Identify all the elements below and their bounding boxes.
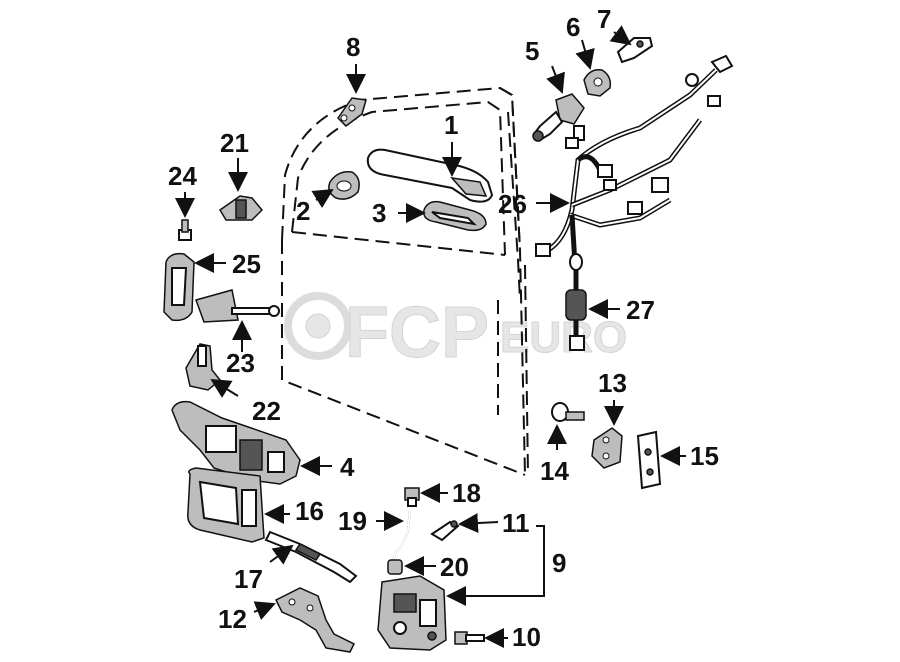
callout-19: 19: [338, 506, 367, 536]
part-14-bolt: [551, 402, 585, 422]
watermark-suffix: EURO: [500, 313, 627, 362]
callout-21: 21: [220, 128, 249, 158]
watermark-brand: FCP: [345, 293, 489, 373]
part-3-inside-handle: [423, 200, 487, 232]
callout-4: 4: [340, 452, 355, 482]
callout-5: 5: [525, 36, 539, 66]
callout-12: 12: [218, 604, 247, 634]
callout-23: 23: [226, 348, 255, 378]
callout-15: 15: [690, 441, 719, 471]
part-23-door-check: [195, 289, 280, 323]
callout-2: 2: [296, 196, 310, 226]
door-outline: [281, 86, 529, 476]
callout-25: 25: [232, 249, 261, 279]
part-20-clip: [387, 559, 403, 575]
callout-3: 3: [372, 198, 386, 228]
callout-24: 24: [168, 161, 197, 191]
part-25-cover: [163, 252, 195, 322]
part-12-bracket: [274, 587, 356, 653]
part-4-inner-housing: [171, 400, 301, 485]
part-11-clip: [430, 520, 460, 542]
callout-1: 1: [444, 110, 458, 140]
part-1-outside-handle: [366, 148, 494, 203]
callout-13: 13: [598, 368, 627, 398]
part-22-bracket: [185, 343, 222, 391]
part-8-bracket: [337, 97, 367, 127]
callout-11: 11: [502, 508, 530, 538]
callout-17: 17: [234, 564, 263, 594]
callout-27: 27: [626, 295, 655, 325]
callout-10: 10: [512, 622, 541, 652]
callout-20: 20: [440, 552, 469, 582]
part-18-screw: [404, 487, 420, 507]
callout-9: 9: [552, 548, 566, 578]
part-27-grommet: [565, 253, 587, 351]
part-9-latch: [377, 575, 447, 651]
part-5-lock-cylinder: [532, 93, 585, 142]
part-17-cable: [264, 530, 358, 584]
part-7-clip: [616, 37, 654, 64]
callout-16: 16: [295, 496, 324, 526]
callout-22: 22: [252, 396, 281, 426]
callout-18: 18: [452, 478, 481, 508]
part-26-wiring-harness: [535, 54, 734, 266]
part-15-plate: [636, 430, 662, 490]
part-2-bezel: [328, 170, 360, 200]
part-13-striker: [591, 427, 623, 469]
callout-26: 26: [498, 189, 527, 219]
callout-7: 7: [597, 4, 611, 34]
part-16-trim: [187, 467, 265, 543]
part-10-bolt: [454, 631, 485, 645]
callout-6: 6: [566, 12, 580, 42]
part-19-rod: [391, 509, 411, 563]
callout-14: 14: [540, 456, 569, 486]
part-6-lock-housing: [583, 68, 612, 97]
part-21-hinge: [218, 195, 264, 221]
callout-8: 8: [346, 32, 360, 62]
part-24-bolt: [178, 219, 192, 241]
